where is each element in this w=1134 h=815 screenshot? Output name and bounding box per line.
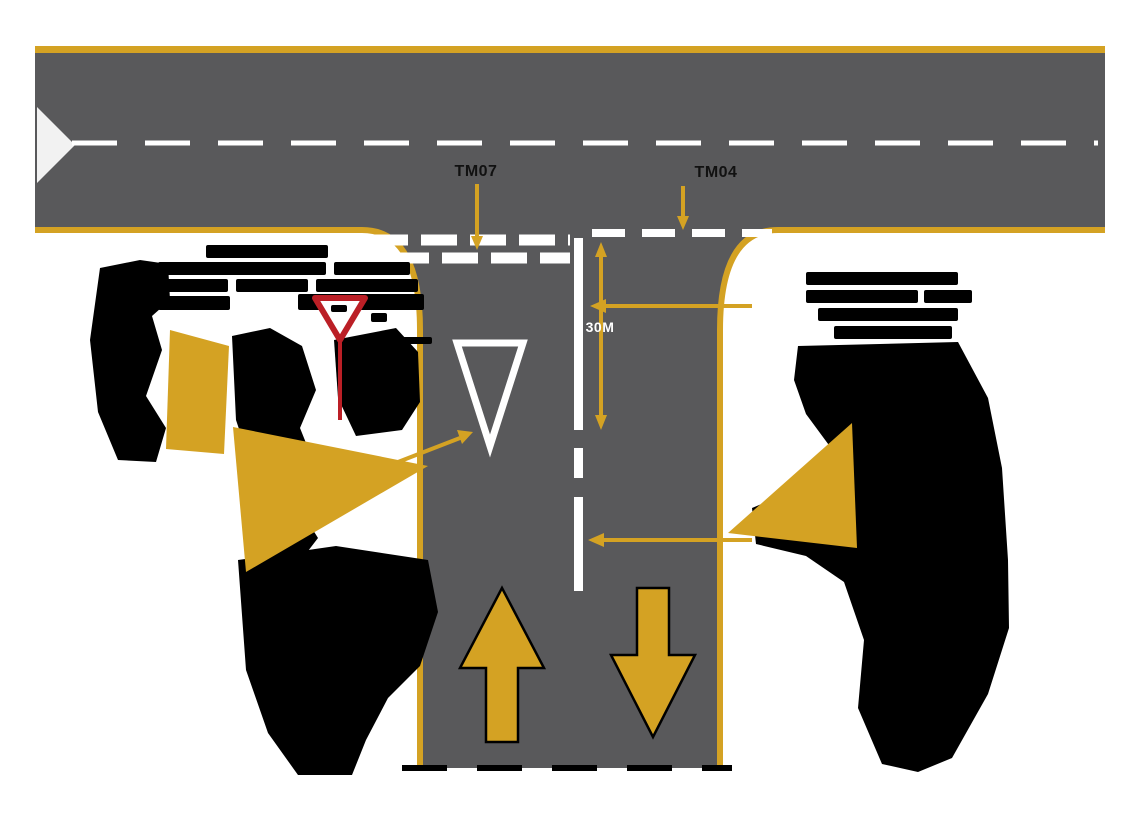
lane-direction-up-arrow-icon	[457, 585, 547, 744]
annotation-blob-right	[752, 342, 1009, 772]
yield-sign-face	[312, 295, 368, 343]
distance-label: 30M	[586, 319, 615, 335]
main-road-surface	[35, 53, 1105, 232]
tm07-pointer-arrow	[471, 184, 483, 250]
side-road-centre-line-seg2	[574, 448, 583, 478]
leader-arrow-upper	[590, 299, 752, 313]
side-road-centre-line-seg3	[574, 497, 583, 591]
annotation-blob-left-upper	[90, 260, 170, 462]
tm04-pointer-arrow	[677, 186, 689, 230]
road-continues-chevron-icon	[37, 107, 75, 183]
leader-arrow-lower	[588, 533, 752, 547]
annotation-wedge-left-large	[233, 427, 428, 572]
yield-sign-glyph	[331, 305, 347, 312]
side-road-surface	[362, 232, 778, 768]
dimension-arrow-30m	[595, 242, 607, 430]
side-road-centre-line-seg1	[574, 238, 583, 430]
leader-arrow-to-triangle	[397, 430, 473, 464]
bottom-road-edge-line-right	[778, 227, 1105, 233]
annotation-text-right	[806, 272, 972, 339]
annotation-blob-left-sign-area	[334, 328, 420, 436]
annotation-blob-left-lower	[238, 546, 438, 775]
yield-sign-icon	[312, 295, 368, 420]
tm04-label: TM04	[695, 164, 738, 181]
annotation-wedge-right	[728, 423, 857, 548]
give-way-triangle-marking-icon	[452, 339, 528, 458]
tm07-label: TM07	[455, 163, 498, 180]
annotation-wedge-left-small	[166, 330, 229, 454]
top-road-edge-line	[35, 46, 1105, 53]
bottom-road-edge-line-left	[35, 227, 362, 233]
lane-direction-down-arrow-icon	[608, 586, 698, 740]
